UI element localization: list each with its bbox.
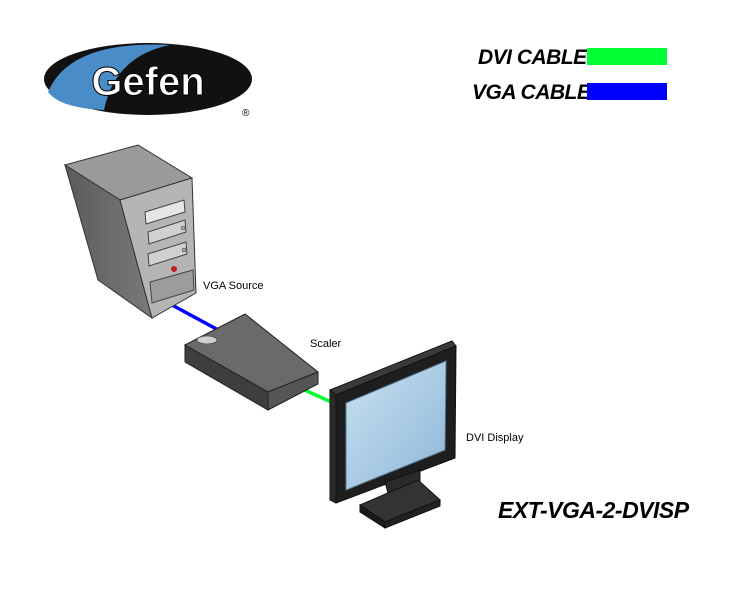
registered-mark: ®	[242, 108, 250, 119]
logo-wordmark: Gefen	[91, 60, 204, 104]
scaler-label: Scaler	[310, 338, 342, 350]
legend-dvi-swatch	[587, 48, 667, 65]
dvi-display-icon	[329, 340, 457, 529]
vga-source-label: VGA Source	[203, 280, 264, 292]
legend-dvi-label: DVI CABLE	[478, 46, 587, 69]
legend-vga-swatch	[587, 83, 667, 100]
computer-tower-icon	[63, 144, 197, 320]
model-number: EXT-VGA-2-DVISP	[498, 497, 689, 523]
vga-cable	[171, 303, 223, 334]
dvi-display-label: DVI Display	[466, 432, 524, 444]
gefen-logo: Gefen ®	[44, 43, 252, 119]
legend-vga-label: VGA CABLE	[472, 81, 591, 104]
scaler-box-icon	[183, 313, 319, 411]
